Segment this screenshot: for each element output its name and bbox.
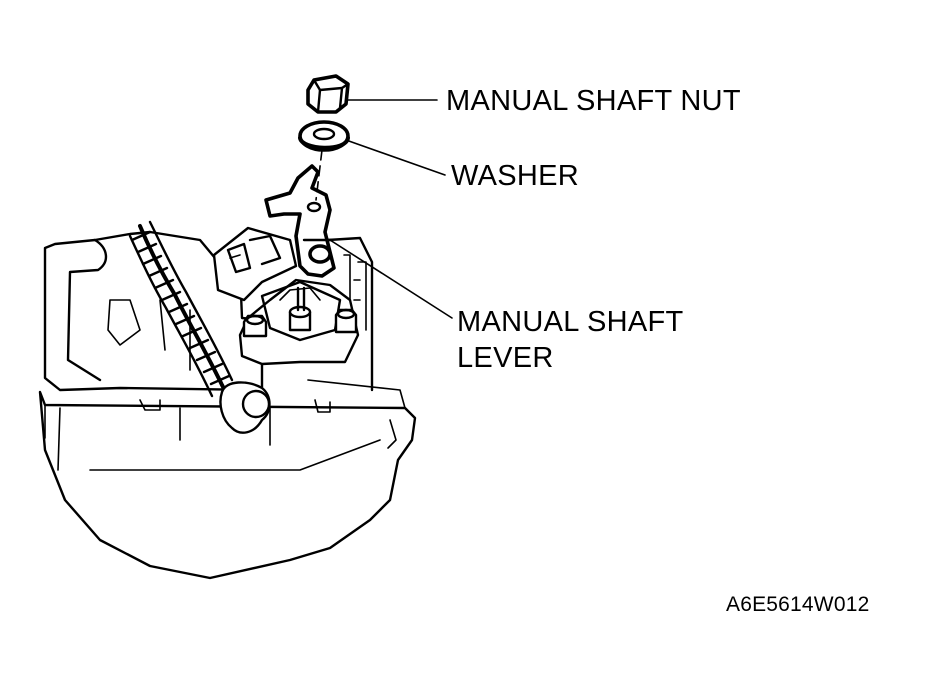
switch-housing	[212, 226, 360, 366]
washer-label: WASHER	[451, 160, 580, 192]
shift-cable	[128, 220, 271, 434]
nut-part	[306, 74, 350, 114]
manual-shaft-nut-label: MANUAL SHAFT NUT	[446, 85, 741, 117]
manual-shaft-lever	[264, 164, 336, 278]
figure-id: A6E5614W012	[726, 593, 870, 616]
manual-shaft-lever-label-line2: LEVER	[457, 342, 554, 374]
manual-shaft-lever-label-line1: MANUAL SHAFT	[457, 306, 684, 338]
alignment-line	[315, 149, 323, 201]
oil-pan	[38, 379, 417, 580]
washer-part	[298, 120, 350, 152]
leader-lines	[329, 99, 453, 319]
